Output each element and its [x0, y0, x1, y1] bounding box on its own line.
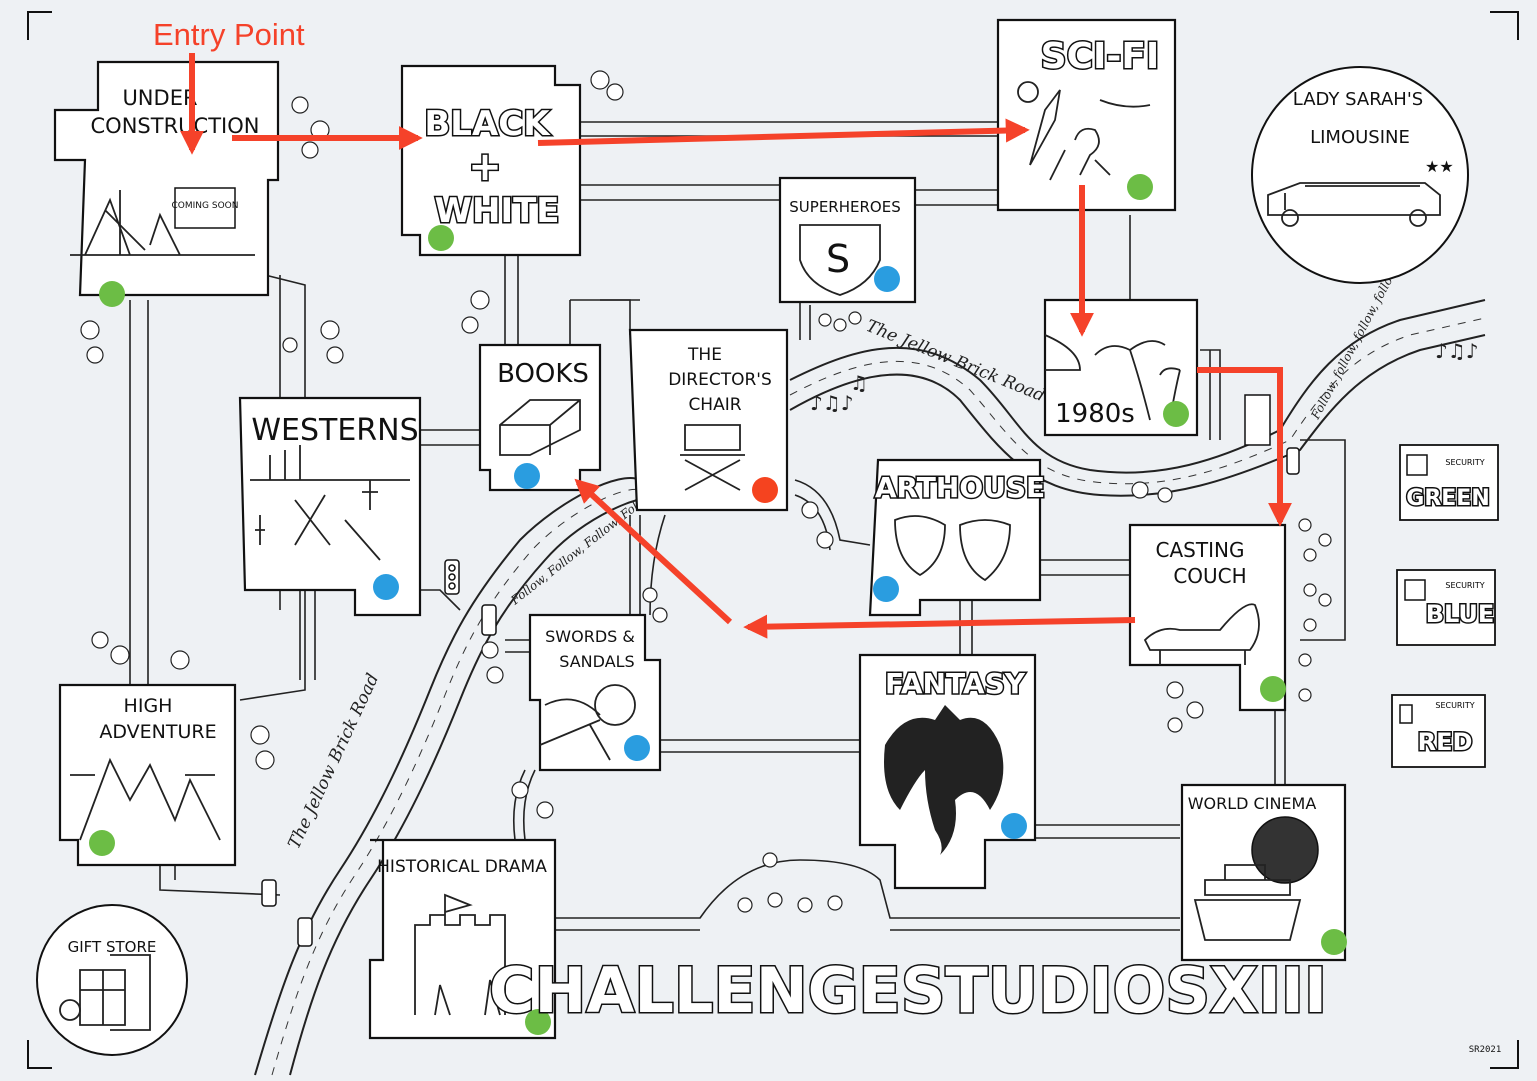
historical-drama-label: HISTORICAL DRAMA [377, 857, 547, 877]
gift-store-area[interactable]: GIFT STORE [36, 904, 188, 1056]
svg-text:♪♫♪: ♪♫♪ [810, 391, 853, 415]
black-white-line1: BLACK [424, 104, 551, 144]
blue-dot [624, 735, 650, 761]
blue-dot [514, 463, 540, 489]
blue-dot [373, 574, 399, 600]
yellow-brick-road [254, 299, 1486, 1076]
green-dot [1127, 174, 1153, 200]
books-label: BOOKS [497, 359, 589, 389]
green-dot [525, 1009, 551, 1035]
green-dot [1163, 401, 1189, 427]
security-green-big: GREEN [1406, 486, 1489, 511]
limousine-line2: LIMOUSINE [1310, 127, 1410, 148]
casting-couch-line1: CASTING [1156, 538, 1245, 562]
high-adventure-line1: HIGH [124, 695, 173, 717]
svg-text:♪♫♪: ♪♫♪ [1435, 339, 1478, 363]
bushes [80, 70, 1332, 913]
walkways [129, 121, 1346, 931]
room-directors-chair[interactable]: THE DIRECTOR'S CHAIR [628, 328, 789, 512]
security-panels: SECURITY GREEN SECURITY BLUE SECURITY RE… [1391, 444, 1499, 768]
under-construction-line2: CONSTRUCTION [91, 114, 260, 138]
security-green-small: SECURITY [1445, 458, 1484, 467]
svg-text:♫: ♫ [850, 371, 868, 395]
limousine-area: LADY SARAH'S LIMOUSINE ★★ [1251, 66, 1469, 284]
blue-dot [1001, 813, 1027, 839]
road-label-top: The Jellow Brick Road [863, 316, 1048, 406]
room-books[interactable]: BOOKS [478, 343, 602, 492]
security-blue-small: SECURITY [1445, 581, 1484, 590]
security-blue: SECURITY BLUE [1396, 569, 1496, 646]
red-dot [752, 477, 778, 503]
directors-chair-line1: THE [687, 345, 722, 365]
svg-text:★★: ★★ [1425, 157, 1454, 176]
directors-chair-line3: CHAIR [688, 395, 741, 415]
room-historical-drama[interactable]: HISTORICAL DRAMA [368, 838, 557, 1040]
black-white-line2: + [468, 144, 502, 190]
traffic-lights [261, 447, 1300, 947]
high-adventure-line2: ADVENTURE [99, 721, 216, 743]
black-white-line3: WHITE [434, 191, 559, 231]
under-construction-line1: UNDER [122, 86, 197, 110]
casting-couch-line2: COUCH [1173, 564, 1246, 588]
room-black-white[interactable]: BLACK + WHITE [400, 64, 582, 257]
coming-soon-sign: COMING SOON [172, 201, 239, 211]
security-red-big: RED [1418, 728, 1473, 756]
eighties-label: 1980s [1055, 399, 1135, 429]
security-green: SECURITY GREEN [1399, 444, 1499, 521]
blue-dot [874, 266, 900, 292]
security-red-small: SECURITY [1435, 701, 1474, 710]
room-scifi[interactable]: SCI-FI [996, 18, 1177, 212]
map-title: CHALLENGESTUDIOSXIII [489, 954, 1327, 1027]
room-arthouse[interactable]: ARTHOUSE [868, 458, 1047, 617]
westerns-label: WESTERNS [251, 413, 418, 448]
superheroes-emblem: S [826, 237, 850, 281]
room-world-cinema[interactable]: WORLD CINEMA [1180, 783, 1347, 962]
security-blue-big: BLUE [1426, 600, 1495, 628]
road-label-left: The Jellow Brick Road [284, 670, 383, 852]
signature: SR2021 [1469, 1045, 1502, 1055]
room-high-adventure[interactable]: HIGH ADVENTURE [58, 683, 237, 867]
corner-marks [27, 11, 1519, 1069]
directors-chair-line2: DIRECTOR'S [668, 370, 772, 390]
swords-sandals-line2: SANDALS [559, 652, 634, 671]
fantasy-label: FANTASY [885, 667, 1026, 700]
route-arrow-to-casting-couch [1197, 367, 1292, 527]
room-westerns[interactable]: WESTERNS [238, 396, 422, 617]
route-arrow-to-scifi [537, 118, 1030, 146]
route-arrows [180, 53, 1292, 639]
room-fantasy[interactable]: FANTASY [858, 653, 1037, 890]
gift-store-label: GIFT STORE [68, 938, 157, 956]
blue-dot [873, 576, 899, 602]
arthouse-label: ARTHOUSE [875, 471, 1045, 504]
swords-sandals-line1: SWORDS & [545, 627, 635, 646]
limousine-line1: LADY SARAH'S [1293, 89, 1423, 110]
green-dot [89, 830, 115, 856]
room-casting-couch[interactable]: CASTING COUCH [1128, 523, 1287, 712]
green-dot [1260, 676, 1286, 702]
music-notes: ♪♫♪♫ ♪♫♪ [810, 339, 1478, 415]
green-dot [1321, 929, 1347, 955]
room-superheroes[interactable]: SUPERHEROES S [778, 176, 917, 304]
room-swords-sandals[interactable]: SWORDS & SANDALS [528, 613, 662, 772]
world-cinema-label: WORLD CINEMA [1188, 794, 1317, 813]
route-arrow-to-centre [743, 614, 1136, 639]
security-red: SECURITY RED [1391, 694, 1486, 768]
scifi-label: SCI-FI [1041, 36, 1160, 77]
superheroes-label: SUPERHEROES [789, 198, 900, 216]
room-under-construction[interactable]: UNDER CONSTRUCTION COMING SOON [53, 60, 280, 307]
entry-point-label: Entry Point [153, 17, 305, 52]
green-dot [428, 225, 454, 251]
green-dot [99, 281, 125, 307]
song-upper: Follow, follow, follow, follow [1308, 265, 1401, 422]
route-arrow-to-books [574, 478, 733, 625]
